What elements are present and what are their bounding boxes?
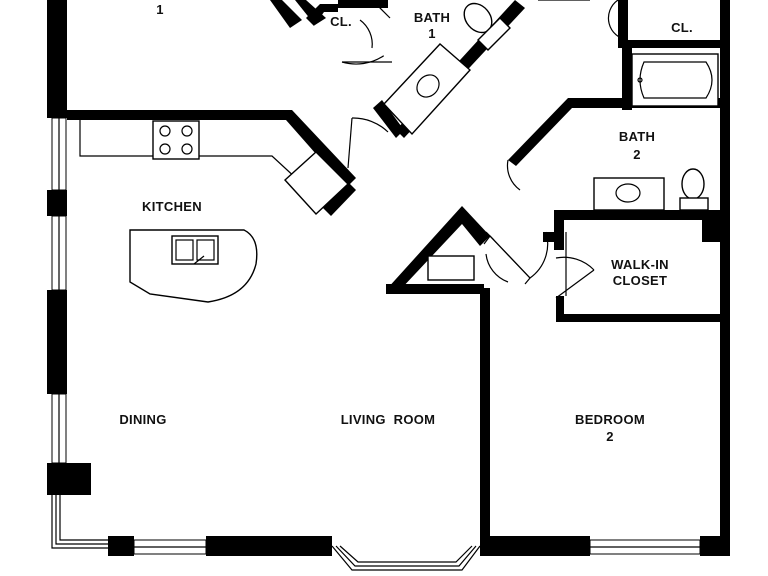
dining-label: DINING (119, 412, 166, 427)
sink-icon (171, 235, 219, 265)
bedroom1-number: 1 (156, 2, 164, 17)
closet-left-label: CL. (330, 14, 352, 29)
bath2-toilet-icon (681, 168, 705, 200)
bath2-vanity (593, 177, 665, 211)
windows (51, 117, 701, 571)
kitchen-label: KITCHEN (142, 199, 202, 214)
bath2-sink-icon (615, 183, 641, 203)
living-room-label: LIVING ROOM (341, 412, 436, 427)
bath1-number: 1 (428, 26, 436, 41)
kitchen-island (129, 229, 258, 303)
exterior-walls (47, 0, 730, 556)
walkin-closet-label: WALK-IN (611, 257, 669, 272)
closet-right-label: CL. (671, 20, 693, 35)
bath2-label: BATH (619, 129, 655, 144)
refrigerator-icon (284, 151, 350, 215)
appliance-icon (427, 255, 475, 281)
bath1-label: BATH (414, 10, 450, 25)
bath1-vanity (383, 43, 471, 136)
stove-icon (152, 120, 200, 160)
room-labels: 1 BATH 1 CL. CL. BATH 2 KITCHEN WALK-IN … (119, 2, 693, 444)
walkin-closet-label-2: CLOSET (613, 273, 668, 288)
bath1-sink-icon (416, 74, 440, 98)
bedroom2-number: 2 (606, 429, 614, 444)
bath2-number: 2 (633, 147, 641, 162)
bedroom2-label: BEDROOM (575, 412, 645, 427)
bathtub-icon (631, 53, 719, 107)
doors (341, 0, 629, 299)
fixtures (79, 2, 719, 303)
